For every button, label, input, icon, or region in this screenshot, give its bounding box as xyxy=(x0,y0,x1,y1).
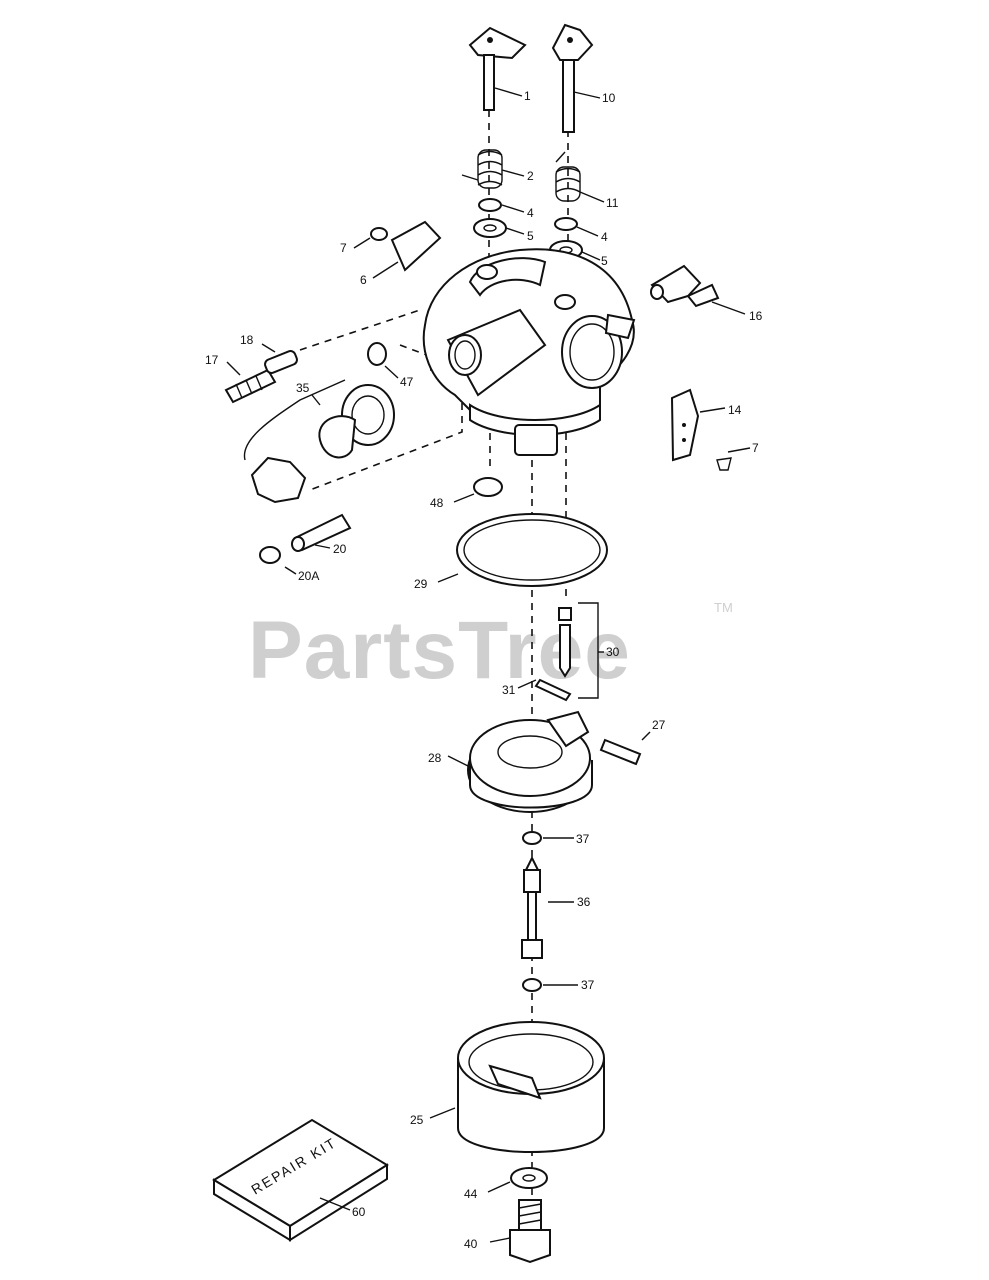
part-label-1: 1 xyxy=(524,89,531,103)
part-label-20: 20 xyxy=(333,542,347,556)
throttle-spring-part xyxy=(461,149,503,189)
float-part xyxy=(467,710,593,813)
part-label-18: 18 xyxy=(240,333,254,347)
part-label-10: 10 xyxy=(602,91,616,105)
part-label-47: 47 xyxy=(400,375,414,389)
plug-part xyxy=(367,342,387,366)
part-label-14: 14 xyxy=(728,403,742,417)
throttle-shaft-part xyxy=(468,26,527,111)
part-label-25: 25 xyxy=(410,1113,424,1127)
part-label-29: 29 xyxy=(414,577,428,591)
o-ring-bottom xyxy=(522,978,542,992)
part-label-4-left: 4 xyxy=(527,206,534,220)
float-pin-part xyxy=(599,738,642,766)
idle-screw-part xyxy=(224,350,298,404)
o-ring-top xyxy=(522,831,542,845)
part-label-31: 31 xyxy=(502,683,516,697)
part-label-37-top: 37 xyxy=(576,832,590,846)
watermark-tm: TM xyxy=(714,600,733,615)
main-nozzle-part xyxy=(521,855,543,959)
watermark: PartsTree TM xyxy=(248,600,733,696)
part-label-16: 16 xyxy=(749,309,763,323)
choke-spring-part xyxy=(555,151,581,202)
part-label-36: 36 xyxy=(577,895,591,909)
choke-shaft-part xyxy=(551,23,594,133)
part-label-30: 30 xyxy=(606,645,620,659)
part-label-6: 6 xyxy=(360,273,367,287)
part-label-44: 44 xyxy=(464,1187,478,1201)
bowl-nut-part xyxy=(509,1199,551,1264)
inlet-needle-part xyxy=(534,602,599,702)
bowl-washer-part xyxy=(510,1167,548,1189)
part-label-35: 35 xyxy=(296,381,310,395)
part-label-17: 17 xyxy=(205,353,219,367)
cap-part-20a xyxy=(259,546,281,564)
float-bowl-part xyxy=(457,1021,605,1153)
part-label-20a: 20A xyxy=(298,569,319,583)
part-label-7-right: 7 xyxy=(752,441,759,455)
part-label-60: 60 xyxy=(352,1205,366,1219)
primer-assembly-part xyxy=(243,379,395,504)
part-label-7-top: 7 xyxy=(340,241,347,255)
seal-disc-part xyxy=(473,477,503,497)
repair-kit-part: REPAIR KIT xyxy=(212,1118,389,1242)
gasket-ring-part xyxy=(456,513,608,587)
pin-part-20 xyxy=(291,513,352,552)
leader-lines xyxy=(226,87,751,1243)
watermark-text: PartsTree xyxy=(248,605,631,696)
part-label-4-right: 4 xyxy=(601,230,608,244)
bracket-part xyxy=(670,388,732,471)
part-label-48: 48 xyxy=(430,496,444,510)
carburetor-body xyxy=(422,248,636,456)
part-label-27: 27 xyxy=(652,718,666,732)
part-label-11: 11 xyxy=(606,196,619,210)
part-label-5-right: 5 xyxy=(601,254,608,268)
part-label-28: 28 xyxy=(428,751,442,765)
fuel-inlet-part xyxy=(650,264,720,308)
part-label-2: 2 xyxy=(527,169,534,183)
part-label-5-left: 5 xyxy=(527,229,534,243)
part-label-37-bottom: 37 xyxy=(581,978,595,992)
part-label-40: 40 xyxy=(464,1237,478,1251)
throttle-plate-part xyxy=(370,220,442,272)
part-labels: 1 10 2 11 4 4 5 5 7 6 16 18 17 47 35 14 … xyxy=(205,89,763,1251)
